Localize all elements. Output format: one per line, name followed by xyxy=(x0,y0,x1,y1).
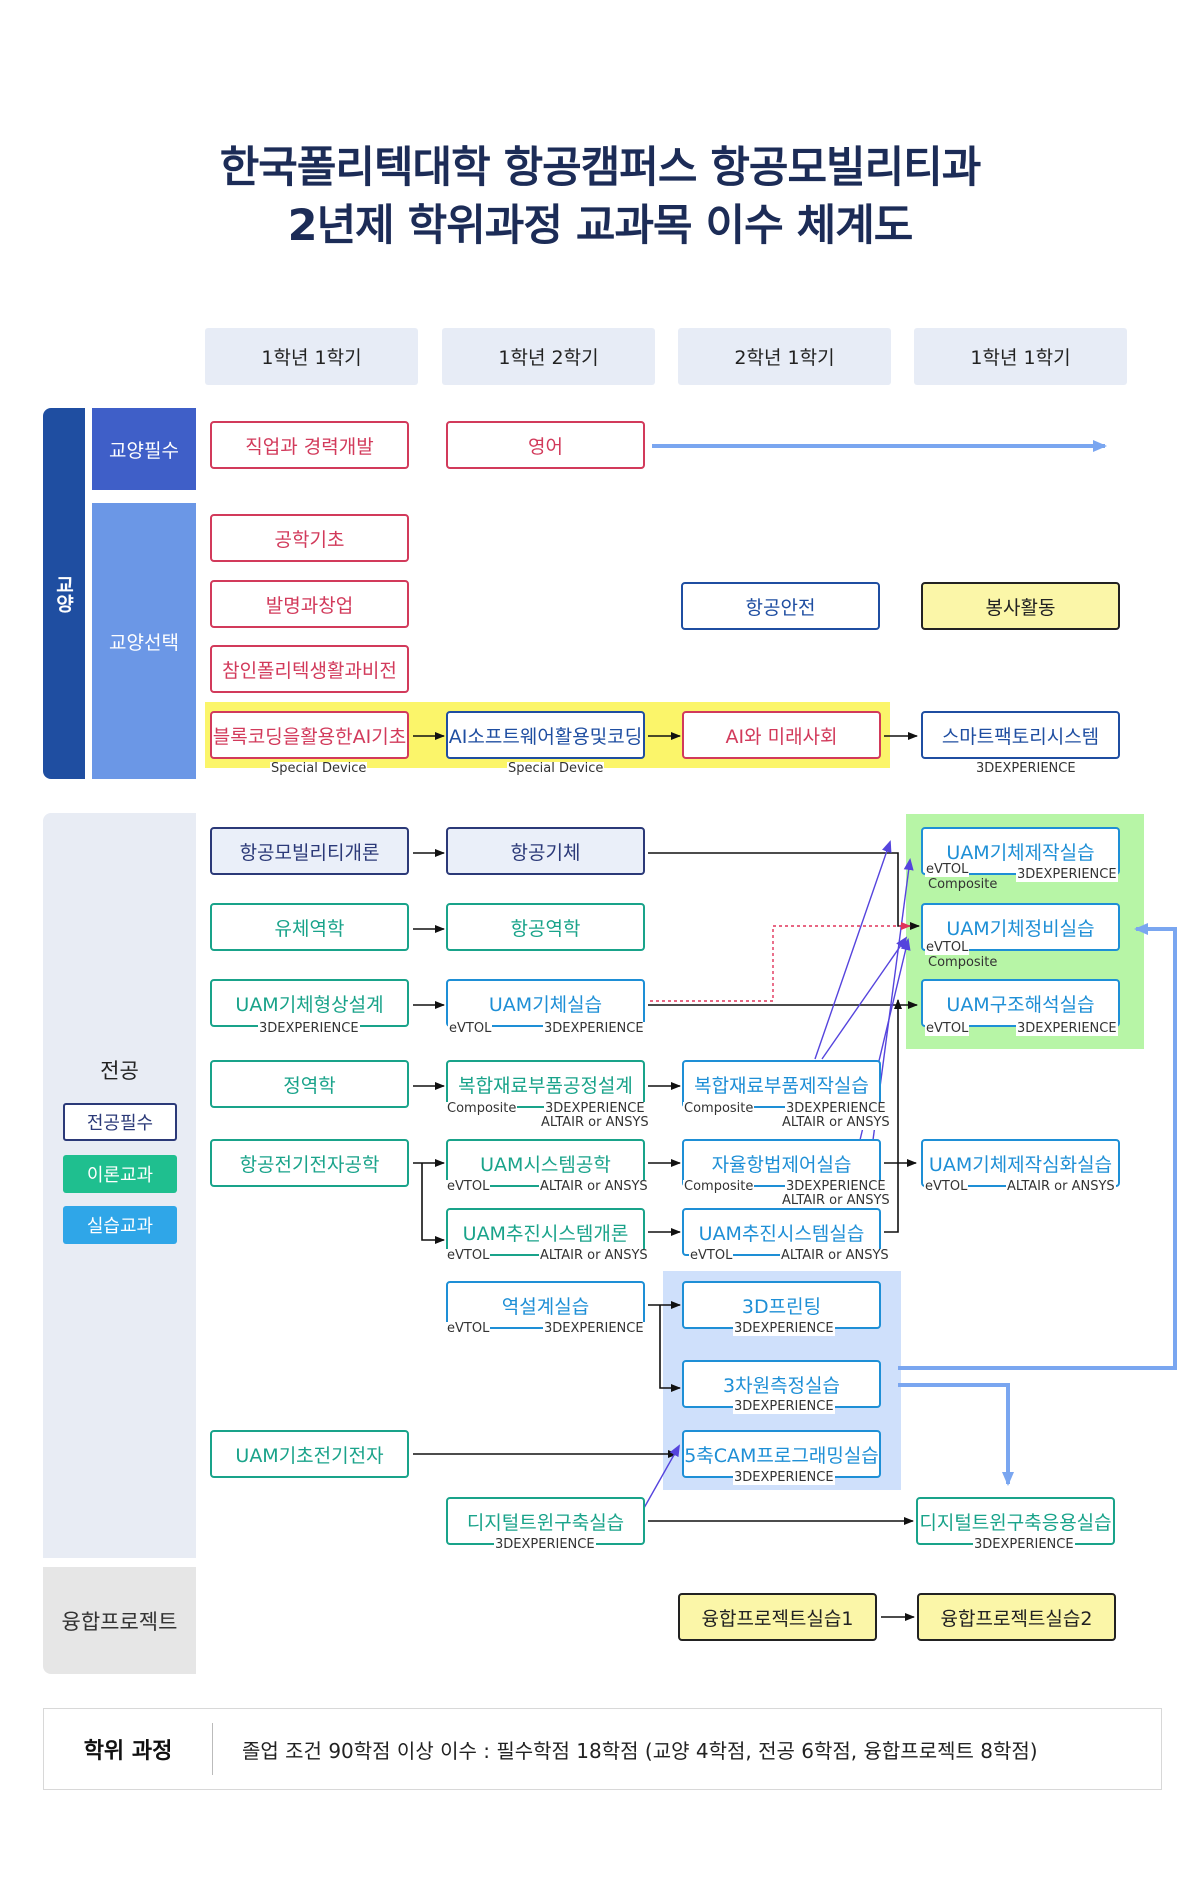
course-ai-future[interactable]: AI와 미래사회 xyxy=(682,711,881,759)
degree-requirement-text: 졸업 조건 90학점 이상 이수 : 필수학점 18학점 (교양 4학점, 전공… xyxy=(242,1738,1038,1763)
tool-altair-autonomous: ALTAIR or ANSYS xyxy=(781,1193,891,1208)
tool-evtol-reverse-design: eVTOL xyxy=(446,1321,491,1336)
course-uam-system[interactable]: UAM시스템공학 xyxy=(446,1139,645,1187)
tool-3dx-shape-design: 3DEXPERIENCE xyxy=(258,1021,360,1036)
tool-3dx-structure: 3DEXPERIENCE xyxy=(1016,1021,1118,1036)
tool-3dx-digital-twin-app: 3DEXPERIENCE xyxy=(973,1537,1075,1552)
degree-label: 학위 과정 xyxy=(83,1739,173,1764)
course-uam-basic-electronics[interactable]: UAM기초전기전자 xyxy=(210,1430,409,1478)
course-fusion-2[interactable]: 융합프로젝트실습2 xyxy=(917,1593,1116,1641)
tool-evtol-fabrication: eVTOL xyxy=(925,862,970,877)
tool-3dx-reverse-design: 3DEXPERIENCE xyxy=(543,1321,645,1336)
tool-evtol-fabrication-adv: eVTOL xyxy=(924,1179,969,1194)
course-eng-basics[interactable]: 공학기초 xyxy=(210,514,409,562)
column-header-3: 2학년 1학기 xyxy=(678,328,891,385)
course-block-coding[interactable]: 블록코딩을활용한AI기초 xyxy=(210,711,409,759)
course-fluid[interactable]: 유체역학 xyxy=(210,903,409,951)
liberal-required-label: 교양필수 xyxy=(92,408,196,490)
course-air-mobility-intro[interactable]: 항공모빌리티개론 xyxy=(210,827,409,875)
major-group-label: 전공 xyxy=(100,1059,139,1083)
course-ai-software[interactable]: AI소프트웨어활용및코딩 xyxy=(446,711,645,759)
tool-evtol-propulsion-lab: eVTOL xyxy=(689,1248,734,1263)
tool-3dx-cam: 3DEXPERIENCE xyxy=(733,1470,835,1485)
liberal-elective-label: 교양선택 xyxy=(92,503,196,779)
course-autonomous-control[interactable]: 자율항법제어실습 xyxy=(682,1139,881,1187)
course-english[interactable]: 영어 xyxy=(446,421,645,469)
legend-major-required: 전공필수 xyxy=(63,1103,177,1141)
tool-composite-lab: Composite xyxy=(683,1101,755,1116)
tool-composite-design: Composite xyxy=(446,1101,518,1116)
course-avionics[interactable]: 항공전기전자공학 xyxy=(210,1139,409,1187)
tool-evtol-structure: eVTOL xyxy=(925,1021,970,1036)
course-invention[interactable]: 발명과창업 xyxy=(210,580,409,628)
tool-3dx-composite-design: 3DEXPERIENCE xyxy=(544,1101,646,1116)
tool-3dx-airframe-lab: 3DEXPERIENCE xyxy=(543,1021,645,1036)
course-aerodynamics[interactable]: 항공역학 xyxy=(446,903,645,951)
tool-3dx-digital-twin: 3DEXPERIENCE xyxy=(494,1537,596,1552)
tool-altair-composite-lab: ALTAIR or ANSYS xyxy=(781,1115,891,1130)
tool-altair-uam-system: ALTAIR or ANSYS xyxy=(539,1179,649,1194)
tool-3dx-autonomous: 3DEXPERIENCE xyxy=(785,1179,887,1194)
tool-composite-fabrication: Composite xyxy=(928,877,998,892)
course-polytech-vision[interactable]: 참인폴리텍생활과비전 xyxy=(210,645,409,693)
tool-special-device-2: Special Device xyxy=(507,761,605,776)
fusion-group-label: 융합프로젝트 xyxy=(43,1567,196,1674)
tool-altair-propulsion-intro: ALTAIR or ANSYS xyxy=(539,1248,649,1263)
tool-3dx-smart-factory: 3DEXPERIENCE xyxy=(975,761,1077,776)
course-composite-lab[interactable]: 복합재료부품제작실습 xyxy=(682,1060,881,1108)
tool-altair-propulsion-lab: ALTAIR or ANSYS xyxy=(780,1248,890,1263)
tool-3dx-3d-printing: 3DEXPERIENCE xyxy=(733,1321,835,1336)
course-reverse-design[interactable]: 역설계실습 xyxy=(446,1281,645,1329)
tool-evtol-uam-system: eVTOL xyxy=(446,1179,491,1194)
page-title-line1: 한국폴리텍대학 항공캠퍼스 항공모빌리티과 xyxy=(219,143,982,193)
tool-3dx-measurement: 3DEXPERIENCE xyxy=(733,1399,835,1414)
course-uam-airframe-lab[interactable]: UAM기체실습 xyxy=(446,979,645,1027)
legend-practice: 실습교과 xyxy=(63,1206,177,1244)
course-smart-factory[interactable]: 스마트팩토리시스템 xyxy=(921,711,1120,759)
course-aviation-safety[interactable]: 항공안전 xyxy=(681,582,880,630)
column-header-4: 1학년 1학기 xyxy=(914,328,1127,385)
legend-theory: 이론교과 xyxy=(63,1155,177,1193)
course-volunteer[interactable]: 봉사활동 xyxy=(921,582,1120,630)
course-career[interactable]: 직업과 경력개발 xyxy=(210,421,409,469)
page-title-line2: 2년제 학위과정 교과목 이수 체계도 xyxy=(287,201,914,251)
tool-composite-autonomous: Composite xyxy=(683,1179,755,1194)
course-uam-propulsion-lab[interactable]: UAM추진시스템실습 xyxy=(682,1208,881,1256)
column-header-2: 1학년 2학기 xyxy=(442,328,655,385)
tool-special-device-1: Special Device xyxy=(270,761,368,776)
course-uam-structure-lab[interactable]: UAM구조해석실습 xyxy=(921,979,1120,1027)
liberal-group-label: 교양 xyxy=(43,408,85,779)
column-header-1: 1학년 1학기 xyxy=(205,328,418,385)
course-digital-twin-app[interactable]: 디지털트윈구축응용실습 xyxy=(916,1497,1115,1545)
tool-evtol-airframe-lab: eVTOL xyxy=(448,1021,493,1036)
footer-divider xyxy=(212,1723,213,1775)
tool-3dx-fabrication: 3DEXPERIENCE xyxy=(1016,867,1118,882)
course-airframe[interactable]: 항공기체 xyxy=(446,827,645,875)
tool-evtol-maintenance: eVTOL xyxy=(925,940,970,955)
degree-footer: 학위 과정 졸업 조건 90학점 이상 이수 : 필수학점 18학점 (교양 4… xyxy=(43,1708,1162,1790)
tool-composite-maintenance: Composite xyxy=(928,955,998,970)
course-statics[interactable]: 정역학 xyxy=(210,1060,409,1108)
tool-altair-fabrication-adv: ALTAIR or ANSYS xyxy=(1006,1179,1116,1194)
course-uam-shape-design[interactable]: UAM기체형상설계 xyxy=(210,979,409,1027)
tool-altair-composite-design: ALTAIR or ANSYS xyxy=(540,1115,650,1130)
course-fusion-1[interactable]: 융합프로젝트실습1 xyxy=(678,1593,877,1641)
course-digital-twin[interactable]: 디지털트윈구축실습 xyxy=(446,1497,645,1545)
tool-evtol-propulsion-intro: eVTOL xyxy=(446,1248,491,1263)
tool-3dx-composite-lab: 3DEXPERIENCE xyxy=(785,1101,887,1116)
